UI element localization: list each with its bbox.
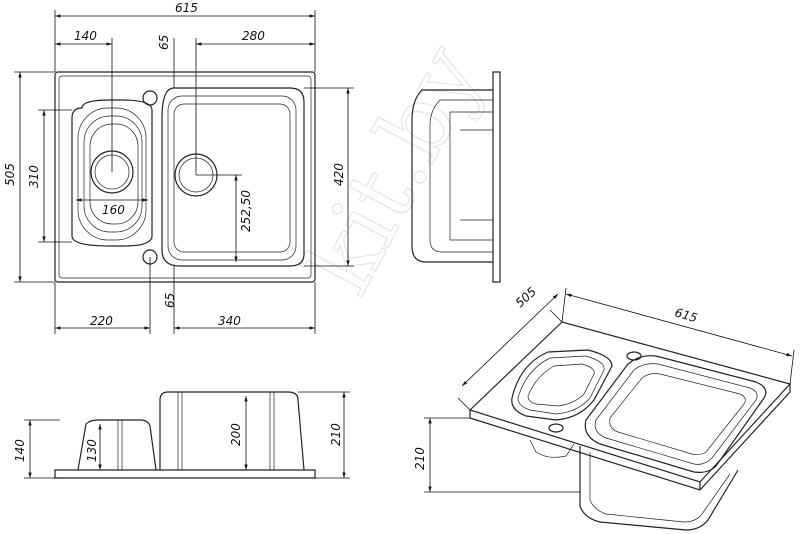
side-view <box>411 71 501 283</box>
dim-iso-width: 615 <box>673 305 699 325</box>
dim-small-bowl-length: 310 <box>27 165 41 188</box>
dim-flange-height: 140 <box>13 439 27 462</box>
dim-iso-height: 210 <box>413 447 427 470</box>
isometric-view: 505 615 210 <box>413 284 795 531</box>
top-view: 615 140 65 280 505 310 420 160 252,50 <box>3 1 354 334</box>
dim-hole-offset-bottom: 65 <box>163 293 177 308</box>
dim-small-bowl-depth: 130 <box>85 439 99 462</box>
dim-big-bowl-depth: 200 <box>229 423 243 446</box>
dim-small-bowl-width: 160 <box>102 203 125 217</box>
dim-overall-depth: 505 <box>3 163 17 186</box>
dim-top-width: 615 <box>175 1 198 15</box>
dim-big-bowl-center: 280 <box>242 29 265 43</box>
dim-big-section-width: 340 <box>218 314 241 328</box>
front-view: 140 130 200 210 <box>13 391 350 479</box>
dim-small-bowl-center: 140 <box>74 29 97 43</box>
dim-iso-depth: 505 <box>513 284 539 310</box>
dim-small-section-width: 220 <box>90 314 113 328</box>
watermark: kit.by <box>285 29 503 311</box>
dim-big-bowl-length: 420 <box>332 163 346 186</box>
dim-total-height: 210 <box>329 423 343 446</box>
dim-hole-offset-top: 65 <box>157 35 171 50</box>
dim-bowl-offset: 252,50 <box>239 190 253 232</box>
